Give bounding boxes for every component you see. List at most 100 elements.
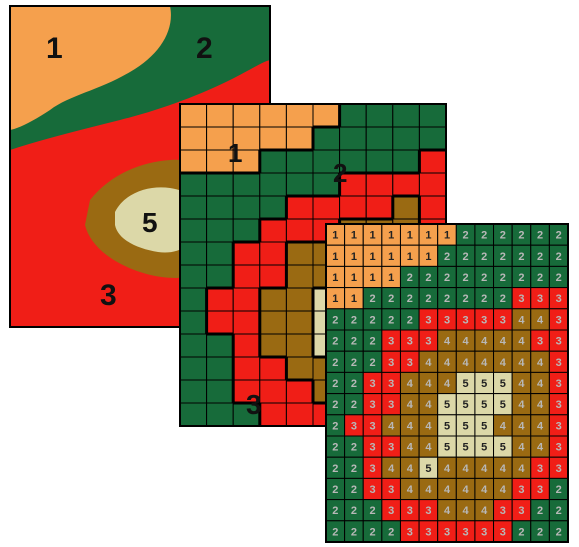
fine-grid-cell-value: 2 xyxy=(537,505,543,517)
fine-grid-cell-value: 4 xyxy=(444,484,451,496)
fine-grid-cell-value: 2 xyxy=(332,442,338,454)
fine-grid-cell-value: 2 xyxy=(556,505,562,517)
coarse-grid-cell xyxy=(233,311,260,334)
coarse-grid-cell xyxy=(207,334,234,357)
coarse-grid-cell xyxy=(207,219,234,242)
fine-grid-cell-value: 4 xyxy=(500,420,507,432)
fine-grid-cell-value: 4 xyxy=(425,378,432,390)
coarse-grid-cell xyxy=(286,265,313,288)
fine-grid-cell-value: 2 xyxy=(481,251,487,263)
fine-grid-cell-value: 3 xyxy=(556,357,562,369)
fine-grid-cell-value: 4 xyxy=(407,399,414,411)
fine-grid-cell-value: 2 xyxy=(518,251,524,263)
fine-grid-cell-value: 2 xyxy=(537,251,543,263)
fine-grid-cell-value: 3 xyxy=(537,293,543,305)
fine-grid-cell-value: 3 xyxy=(369,484,375,496)
fine-grid-cell-value: 5 xyxy=(481,442,487,454)
fine-grid-cell-value: 2 xyxy=(351,484,357,496)
fine-grid-cell-value: 3 xyxy=(463,526,469,538)
fine-grid-cell-value: 4 xyxy=(425,442,432,454)
fine-grid-cell-value: 2 xyxy=(332,484,338,496)
fine-grid-cell-value: 4 xyxy=(388,463,395,475)
fine-grid-cell-value: 2 xyxy=(332,314,338,326)
fine-grid-cell-value: 4 xyxy=(407,442,414,454)
fine-grid-cell-value: 4 xyxy=(537,378,544,390)
vector-label-3: 3 xyxy=(100,279,117,312)
fine-grid-cell-value: 3 xyxy=(369,399,375,411)
fine-grid-cell-value: 3 xyxy=(369,378,375,390)
fine-grid-cell-value: 4 xyxy=(537,314,544,326)
fine-grid-cell-value: 2 xyxy=(407,293,413,305)
coarse-label-1: 1 xyxy=(228,138,242,168)
fine-grid-cell-value: 2 xyxy=(444,293,450,305)
fine-grid-cell-value: 1 xyxy=(388,230,394,242)
fine-grid-cell-value: 3 xyxy=(481,314,487,326)
fine-grid-cell-value: 4 xyxy=(407,463,414,475)
coarse-grid-cell xyxy=(286,380,313,403)
fine-grid-cell-value: 4 xyxy=(537,420,544,432)
fine-grid-cell-value: 4 xyxy=(444,357,451,369)
fine-grid-layer: 1111111222222111111222222211112222222221… xyxy=(326,224,568,542)
fine-grid-cell-value: 2 xyxy=(332,378,338,390)
fine-grid-cell-value: 4 xyxy=(444,336,451,348)
fine-grid-cell-value: 4 xyxy=(518,442,525,454)
fine-grid-cell-value: 1 xyxy=(388,251,394,263)
fine-grid-cell-value: 4 xyxy=(425,484,432,496)
fine-grid-cell-value: 2 xyxy=(388,526,394,538)
fine-grid-cell-value: 4 xyxy=(537,357,544,369)
fine-grid-cell-value: 4 xyxy=(481,505,488,517)
fine-grid-cell-value: 4 xyxy=(444,378,451,390)
fine-grid-cell-value: 1 xyxy=(351,230,357,242)
coarse-grid-cell xyxy=(260,196,287,219)
fine-grid-cell-value: 4 xyxy=(463,505,470,517)
fine-grid-cell-value: 1 xyxy=(369,272,375,284)
fine-grid-cell-value: 2 xyxy=(481,230,487,242)
coarse-grid-cell xyxy=(233,196,260,219)
fine-grid-cell-value: 4 xyxy=(463,484,470,496)
fine-grid-cell-value: 2 xyxy=(332,357,338,369)
coarse-grid-cell xyxy=(286,242,313,265)
fine-grid-cell-value: 4 xyxy=(500,336,507,348)
fine-grid-cell-value: 3 xyxy=(537,463,543,475)
fine-grid-cell-value: 4 xyxy=(518,314,525,326)
fine-grid-cell-value: 5 xyxy=(500,442,506,454)
fine-grid-cell-value: 4 xyxy=(463,463,470,475)
fine-grid-cell-value: 2 xyxy=(351,357,357,369)
fine-grid-cell-value: 2 xyxy=(444,272,450,284)
fine-grid-cell-value: 2 xyxy=(444,251,450,263)
coarse-grid-cell xyxy=(233,357,260,380)
fine-grid-cell-value: 2 xyxy=(351,399,357,411)
coarse-grid-cell xyxy=(260,104,287,127)
fine-grid-cell-value: 1 xyxy=(388,272,394,284)
fine-grid-cell-value: 1 xyxy=(351,293,357,305)
coarse-grid-cell xyxy=(340,196,367,219)
fine-grid-cell-value: 3 xyxy=(556,420,562,432)
fine-grid-cell-value: 3 xyxy=(537,336,543,348)
coarse-grid-cell xyxy=(180,104,207,127)
fine-grid-cell-value: 1 xyxy=(407,251,413,263)
fine-grid-cell-value: 3 xyxy=(556,442,562,454)
fine-grid-cell-value: 4 xyxy=(407,420,414,432)
vector-label-5: 5 xyxy=(142,207,158,238)
fine-grid-cell-value: 1 xyxy=(425,230,431,242)
coarse-grid-cell xyxy=(366,104,393,127)
fine-grid-cell-value: 1 xyxy=(369,251,375,263)
coarse-grid-cell xyxy=(393,104,420,127)
fine-grid-cell-value: 2 xyxy=(388,293,394,305)
fine-grid-cell-value: 3 xyxy=(444,526,450,538)
fine-grid-cell-value: 3 xyxy=(388,484,394,496)
fine-grid-cell-value: 4 xyxy=(481,357,488,369)
fine-grid-cell-value: 3 xyxy=(518,505,524,517)
coarse-grid-cell xyxy=(286,403,313,426)
fine-grid-cell-value: 4 xyxy=(518,420,525,432)
coarse-grid-cell xyxy=(260,150,287,173)
fine-grid-cell-value: 2 xyxy=(556,251,562,263)
fine-grid-cell-value: 2 xyxy=(425,293,431,305)
fine-grid-cell-value: 2 xyxy=(556,230,562,242)
fine-grid-cell-value: 2 xyxy=(463,293,469,305)
fine-grid-cell-value: 3 xyxy=(388,357,394,369)
coarse-grid-cell xyxy=(260,219,287,242)
coarse-grid-cell xyxy=(180,242,207,265)
coarse-grid-cell xyxy=(207,104,234,127)
